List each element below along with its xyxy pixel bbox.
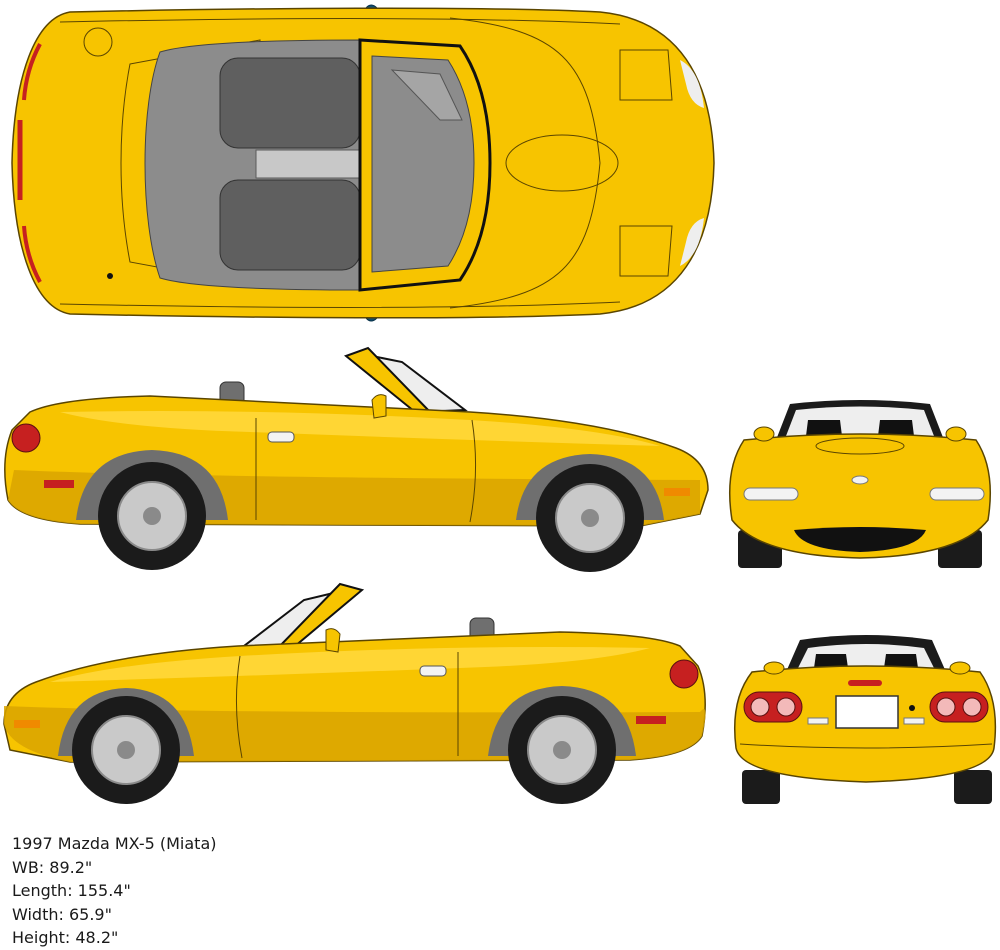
side-left-front-marker: [14, 720, 40, 728]
top-view-side-line-lower: [59, 301, 621, 308]
top-view-hood-panel-upper: [619, 49, 673, 101]
top-view-hood-line: [449, 17, 601, 309]
front-view-air-intake: [794, 527, 926, 552]
top-view-headlight-lower: [680, 218, 704, 266]
top-view-seat-upper: [219, 57, 361, 149]
side-left-door-handle: [419, 665, 447, 677]
top-view-seat-lower: [219, 179, 361, 271]
top-view-taillight-accent-lower: [22, 225, 42, 283]
rear-view-tire-left: [742, 770, 780, 804]
length-spec: Length: 155.4": [12, 881, 131, 900]
top-view-console: [255, 149, 361, 179]
rear-view-mirror-right: [949, 661, 971, 675]
side-right-door-handle: [267, 431, 295, 443]
rear-view-bumper-line: [739, 743, 993, 749]
side-right-mirror: [371, 394, 387, 419]
wheelbase-spec: WB: 89.2": [12, 857, 93, 877]
front-view-body: [728, 433, 992, 559]
height-spec: Height: 48.2": [12, 928, 119, 947]
front-view-headlight-left: [743, 487, 799, 501]
rear-view-mirror-left: [763, 661, 785, 675]
rear-view-third-brake-light: [848, 680, 882, 686]
rear-view-tire-right: [954, 770, 992, 804]
side-right-highlight: [60, 411, 660, 446]
side-left-taillight: [669, 659, 699, 689]
top-view-taillight-accent: [22, 43, 42, 101]
vehicle-title: 1997 Mazda MX-5 (Miata): [12, 834, 217, 853]
top-view-steering-area: [390, 69, 463, 121]
rear-view-license-plate: [835, 695, 899, 729]
side-left-mirror: [325, 628, 341, 653]
side-left-rear-wheel: [508, 696, 616, 804]
top-view-side-line-upper: [59, 18, 621, 25]
side-left-door-line: [235, 652, 459, 759]
rear-view-taillight-right: [929, 691, 989, 723]
front-view-seats: [806, 420, 914, 436]
top-view-fuel-cap: [83, 27, 113, 57]
rear-view: [733, 635, 997, 804]
front-view: [728, 400, 992, 568]
rear-view-reflector-left: [807, 717, 829, 725]
side-right-rear-marker: [44, 480, 74, 488]
top-view-headlight-upper: [680, 60, 704, 108]
side-right-front-marker: [664, 488, 690, 496]
side-right-rear-wheel: [98, 462, 206, 570]
vehicle-spec-list: 1997 Mazda MX-5 (Miata) WB: 89.2" Length…: [12, 832, 216, 950]
front-view-hood-bulge: [815, 437, 905, 455]
rear-view-seats: [814, 654, 918, 668]
top-view-trunk-line: [120, 39, 261, 287]
top-view-hood-bulge: [505, 134, 619, 192]
front-view-headlight-right: [929, 487, 985, 501]
front-view-mirror-left: [753, 426, 775, 442]
top-view-hood-panel-lower: [619, 225, 673, 277]
front-view-mirror-right: [945, 426, 967, 442]
top-view-keyhole: [107, 273, 113, 279]
side-left-rear-marker: [636, 716, 666, 724]
width-spec: Width: 65.9": [12, 904, 112, 924]
side-right-door-line: [255, 418, 477, 523]
side-right-front-wheel: [536, 464, 644, 572]
side-view-left: [3, 582, 706, 804]
rear-view-reflector-right: [903, 717, 925, 725]
side-right-taillight: [11, 423, 41, 453]
top-view: [11, 4, 715, 322]
rear-view-taillight-left: [743, 691, 803, 723]
side-left-highlight: [50, 647, 650, 682]
side-view-right: [4, 346, 709, 572]
rear-view-keyhole: [909, 705, 915, 711]
front-view-badge: [851, 475, 869, 485]
side-left-front-wheel: [72, 696, 180, 804]
